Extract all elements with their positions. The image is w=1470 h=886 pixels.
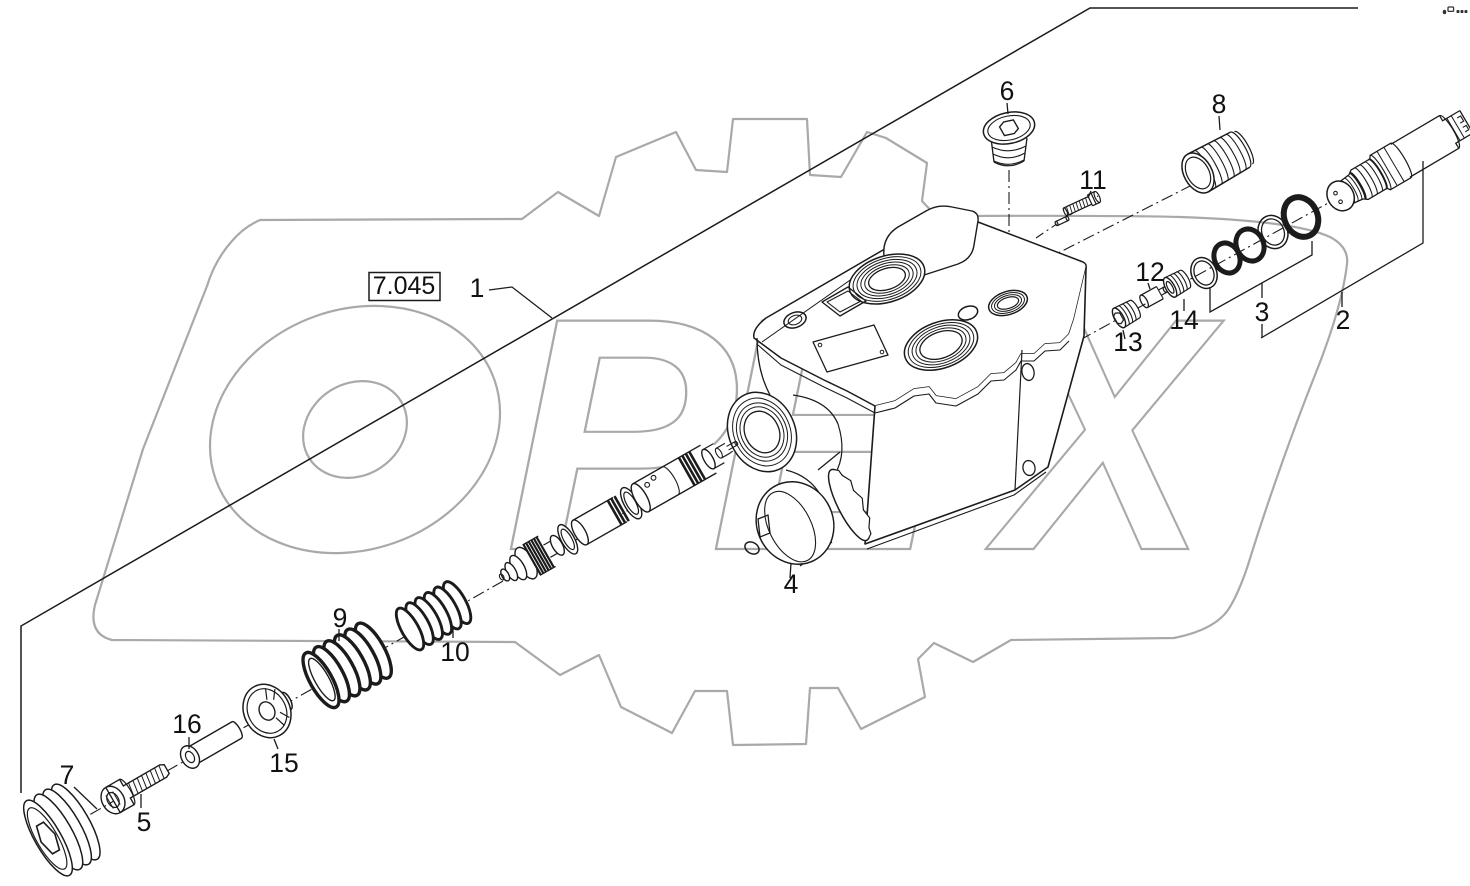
- svg-text:4: 4: [784, 569, 799, 599]
- svg-text:1: 1: [470, 273, 485, 303]
- svg-text:13: 13: [1113, 327, 1142, 357]
- svg-text:14: 14: [1169, 305, 1198, 335]
- svg-text:10: 10: [440, 637, 469, 667]
- svg-text:3: 3: [1255, 297, 1270, 327]
- svg-text:12: 12: [1135, 257, 1164, 287]
- svg-text:15: 15: [269, 748, 298, 778]
- svg-text:8: 8: [1212, 89, 1227, 119]
- svg-text:2: 2: [1336, 305, 1351, 335]
- svg-text:7.045: 7.045: [373, 272, 436, 300]
- svg-text:9: 9: [333, 603, 348, 633]
- svg-text:5: 5: [137, 807, 152, 837]
- svg-text:16: 16: [172, 709, 201, 739]
- svg-text:11: 11: [1079, 165, 1107, 195]
- svg-text:6: 6: [1000, 76, 1015, 106]
- svg-text:7: 7: [60, 760, 75, 790]
